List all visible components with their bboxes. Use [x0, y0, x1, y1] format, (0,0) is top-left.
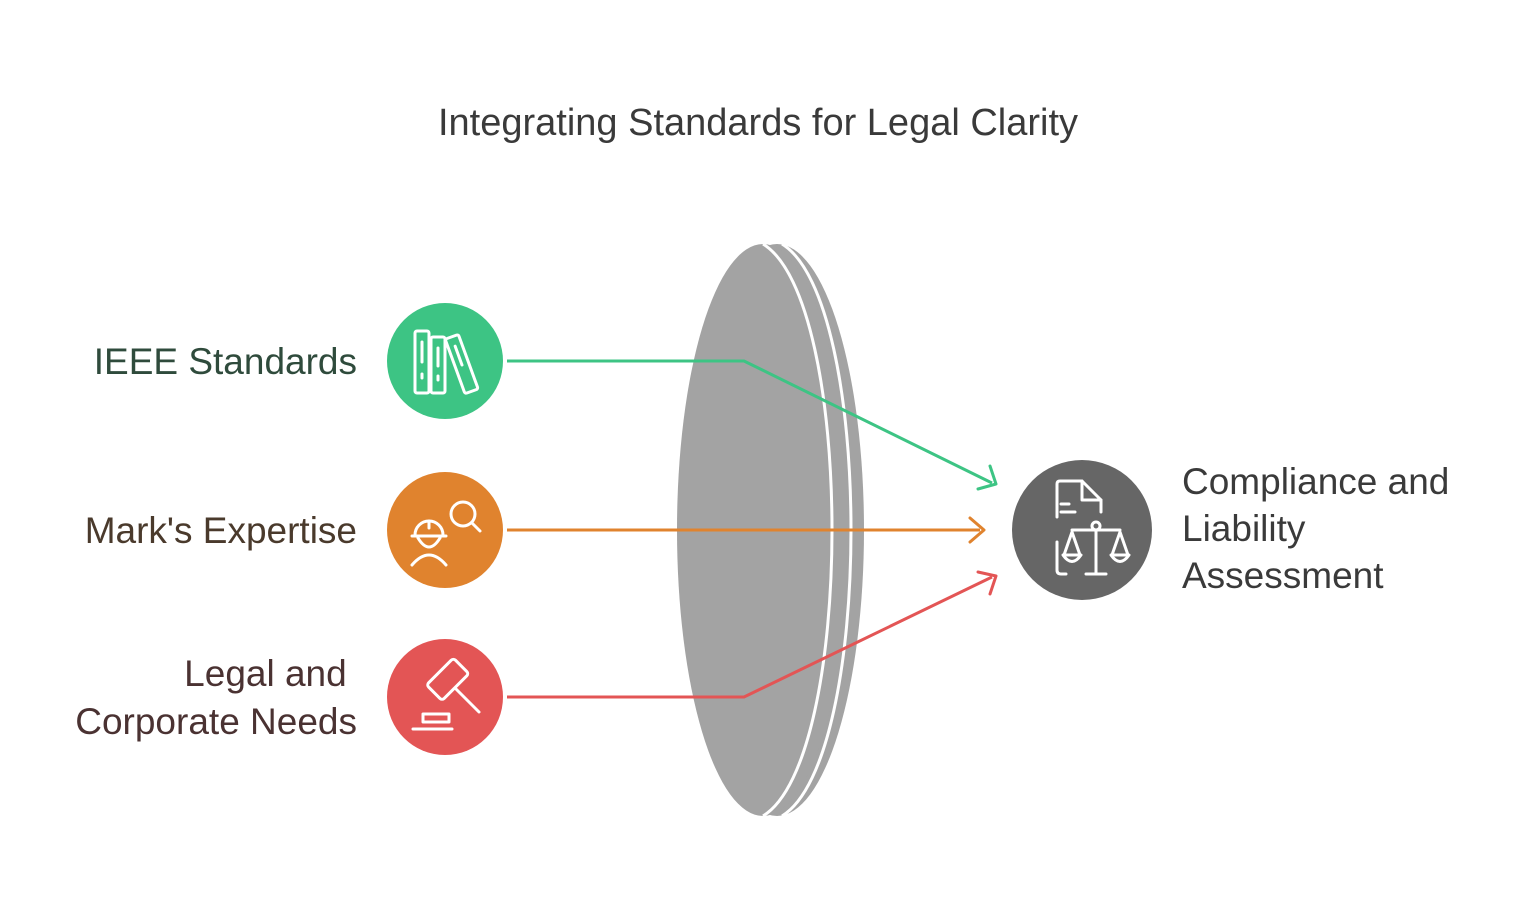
engineer-search-icon: [410, 500, 482, 567]
arrow-line-legal: [507, 575, 993, 699]
arrow-head-legal: [976, 570, 998, 596]
connector-legal: [507, 570, 998, 699]
output-node-compliance: Compliance and Liability Assessment: [1012, 460, 1460, 600]
arrow-line-ieee: [507, 359, 993, 485]
legal-corporate-needs-label: Legal and Corporate Needs: [75, 653, 357, 742]
expertise-circle: [387, 472, 503, 588]
document-scales-icon: [1055, 479, 1131, 576]
binders-icon: [413, 329, 480, 395]
compliance-label-line-3: Assessment: [1182, 555, 1384, 596]
gavel-icon: [411, 657, 481, 731]
compliance-label: Compliance and Liability Assessment: [1182, 461, 1460, 596]
input-node-legal-corporate-needs: Legal and Corporate Needs: [75, 639, 503, 755]
input-node-marks-expertise: Mark's Expertise: [85, 472, 503, 588]
legal-corporate-needs-label-line-2: Corporate Needs: [75, 701, 357, 742]
connector-ieee: [507, 359, 998, 491]
arrow-head-ieee: [976, 464, 998, 491]
legal-corporate-needs-label-line-1: Legal and: [184, 653, 347, 694]
compliance-label-line-1: Compliance and: [1182, 461, 1449, 502]
diagram-title: Integrating Standards for Legal Clarity: [438, 102, 1078, 144]
arrow-head-expertise: [968, 516, 986, 544]
compliance-label-line-2: Liability: [1182, 508, 1306, 549]
connector-expertise: [507, 516, 986, 544]
ieee-standards-label: IEEE Standards: [94, 341, 357, 382]
ieee-standards-label-line-1: IEEE Standards: [94, 341, 357, 382]
input-node-ieee-standards: IEEE Standards: [94, 303, 503, 419]
marks-expertise-label: Mark's Expertise: [85, 510, 357, 551]
marks-expertise-label-line-1: Mark's Expertise: [85, 510, 357, 551]
